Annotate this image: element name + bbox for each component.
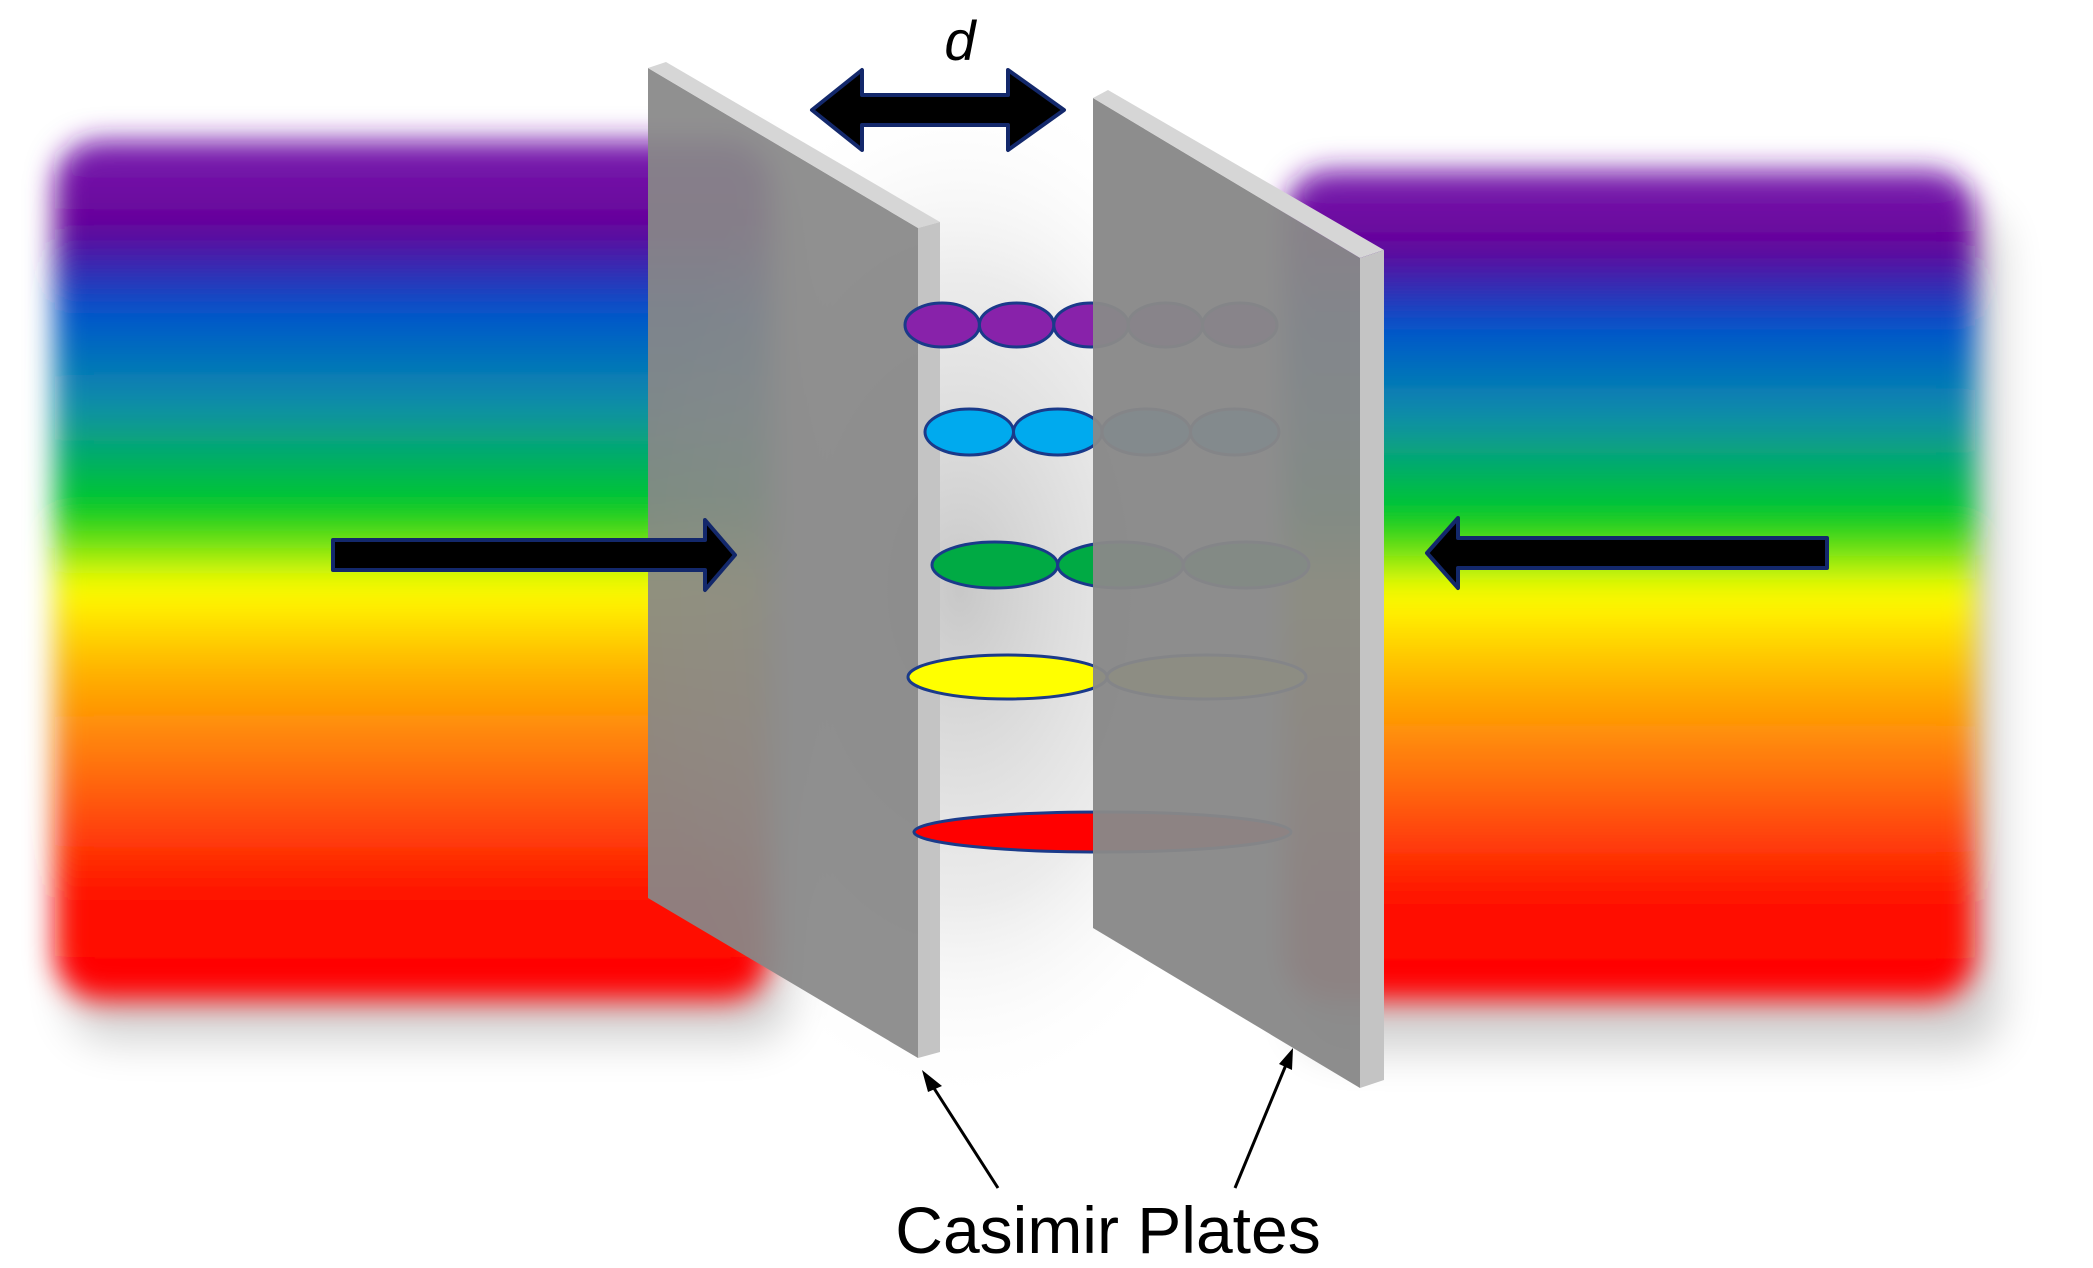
plate-pointer-right [1233,1048,1293,1189]
right-spectrum-band [1285,170,1975,1000]
separation-label: d [944,9,977,72]
separation-arrow [810,68,1066,152]
mode-lobe [906,653,1109,701]
mode-lobe [1012,407,1104,457]
mode-lobe [977,301,1056,349]
right-force-arrow [1425,516,1829,590]
mode-lobe [923,407,1015,457]
right-casimir-plate [1093,90,1384,1088]
mode-lobe [903,301,981,349]
plate-pointer-left [922,1070,1000,1189]
mode-lobe [930,540,1060,590]
plates-label: Casimir Plates [895,1193,1320,1267]
left-force-arrow [331,518,737,592]
